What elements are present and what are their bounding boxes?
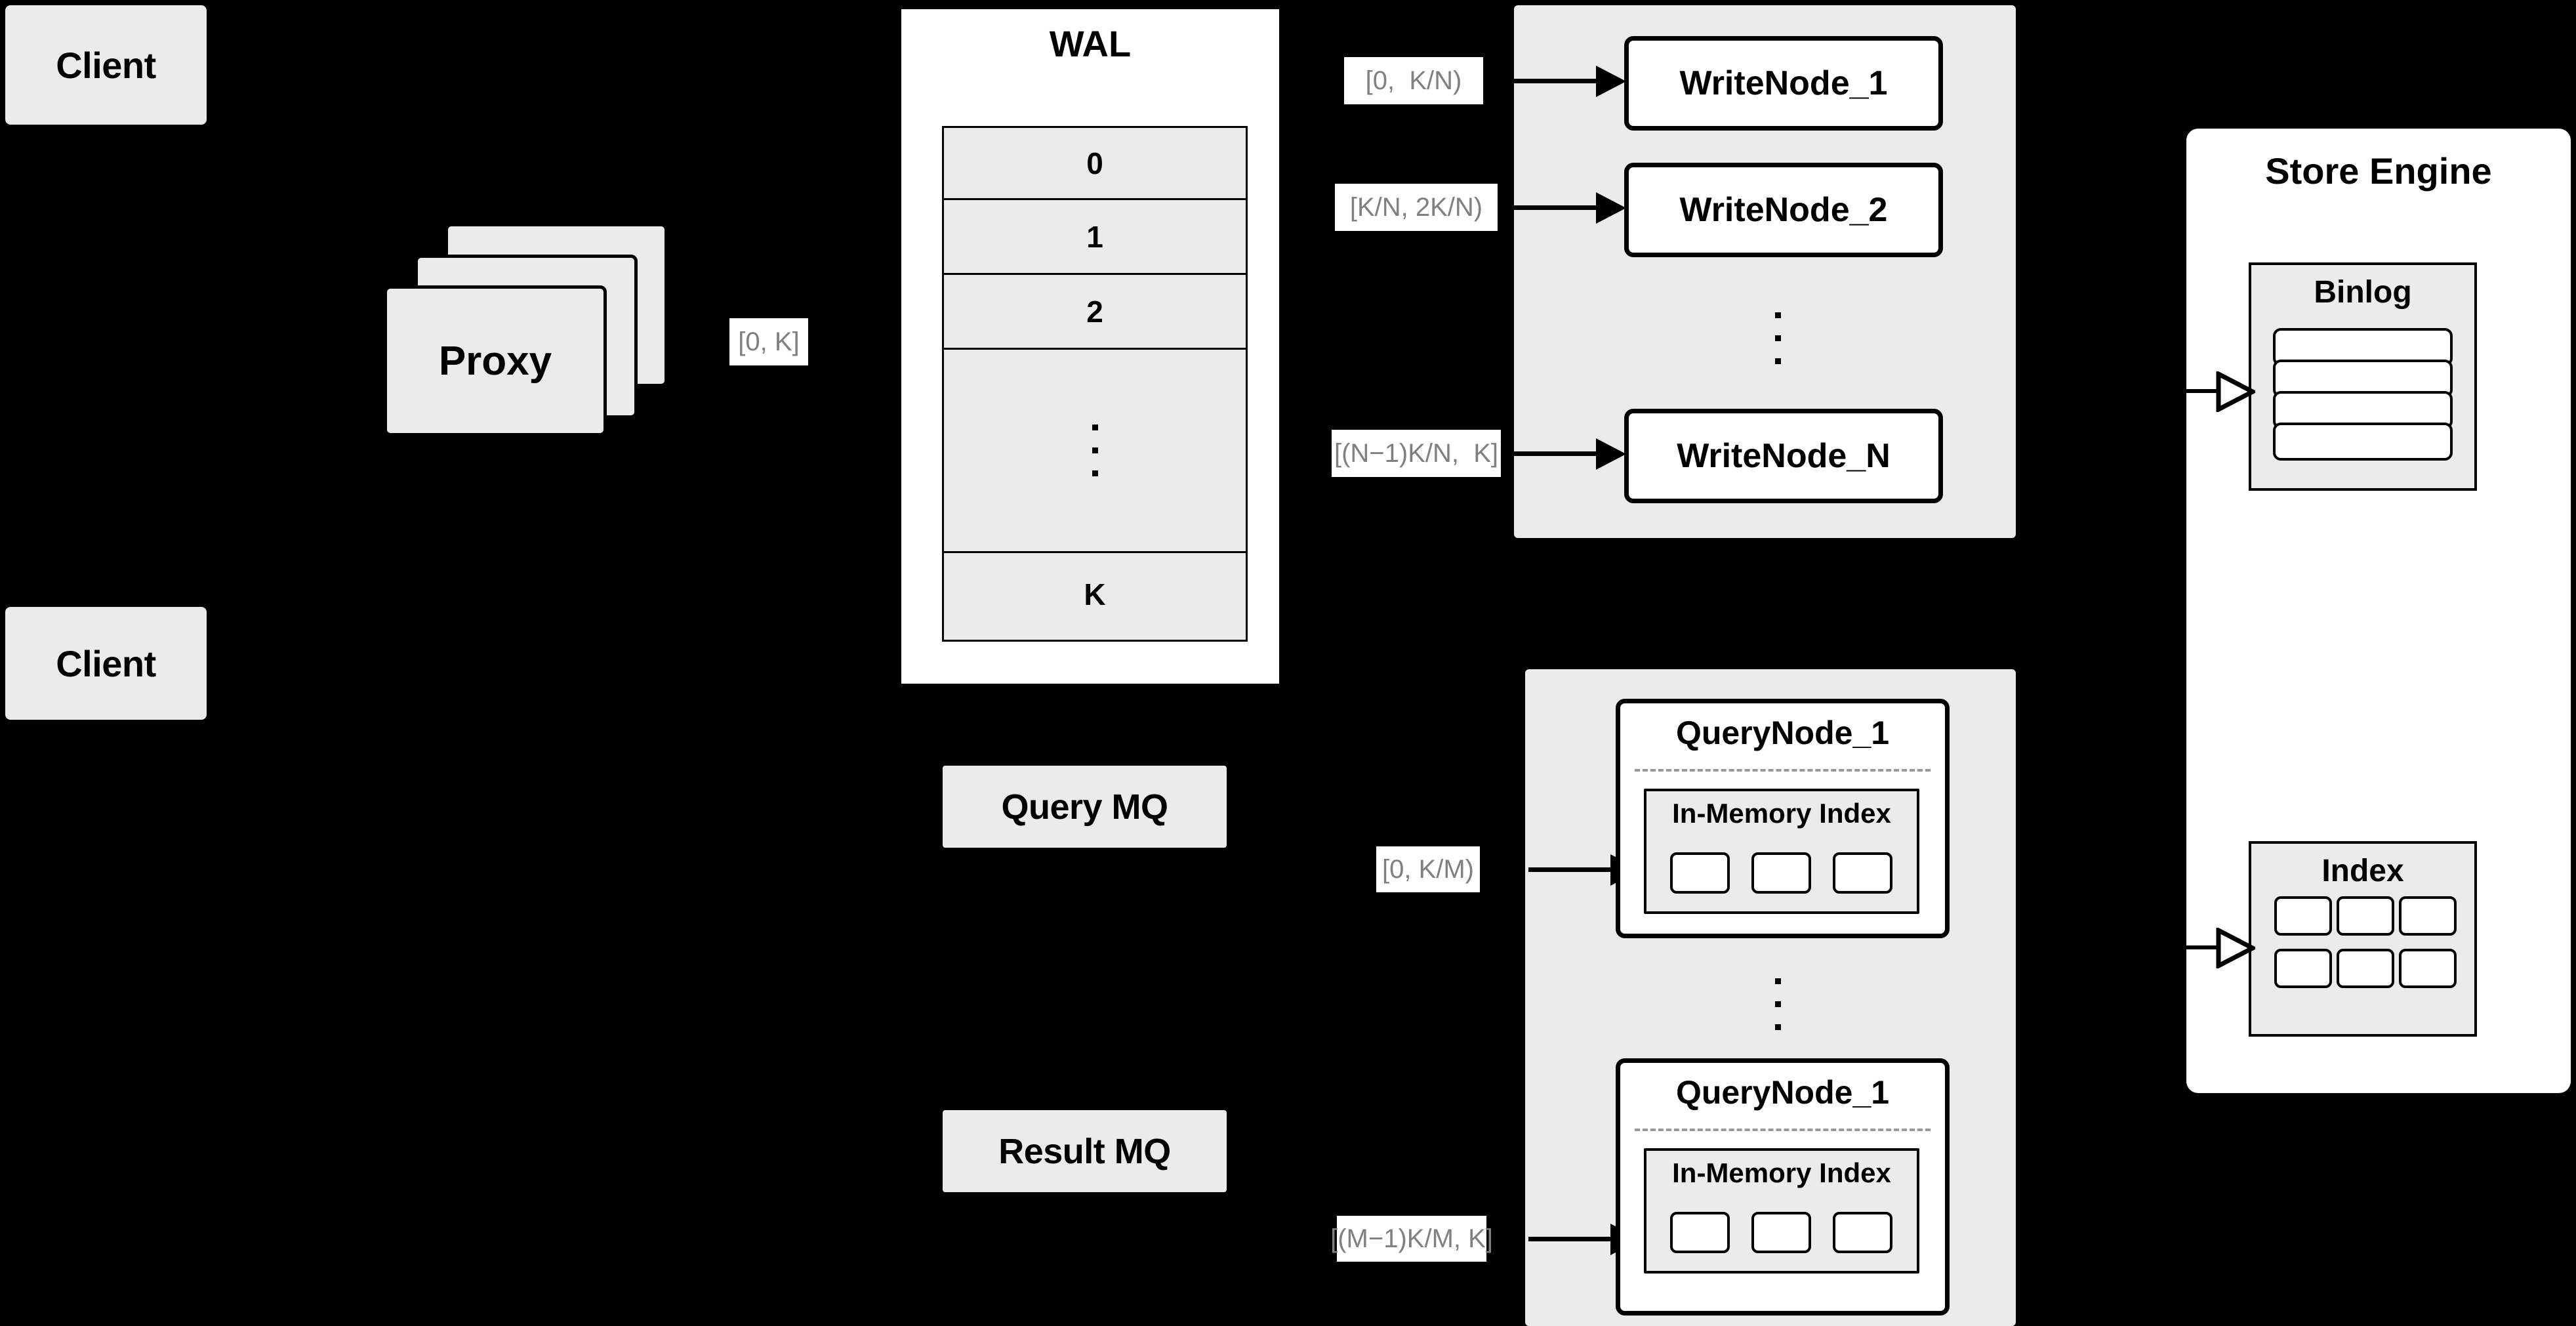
- index-chip[interactable]: [1670, 1212, 1730, 1253]
- write-range-label-2: [K/N, 2K/N): [1335, 184, 1498, 231]
- index-chip[interactable]: [2399, 896, 2457, 936]
- query-mq-label: Query MQ: [1001, 787, 1168, 827]
- index-chip[interactable]: [2337, 896, 2394, 936]
- query-mq-node[interactable]: Query MQ: [943, 766, 1227, 848]
- binlog-title: Binlog: [2314, 275, 2412, 310]
- binlog-arrow-line: [2186, 389, 2218, 393]
- write-cluster-ellipsis: [1758, 279, 1797, 397]
- in-memory-index-label: In-Memory Index: [1672, 1157, 1891, 1188]
- query-node-label: QueryNode_1: [1675, 715, 1890, 751]
- query-cluster-ellipsis: [1758, 945, 1797, 1063]
- write-arrow-line-2: [1514, 205, 1596, 210]
- wal-title: WAL: [1049, 23, 1132, 64]
- binlog-panel: Binlog: [2249, 262, 2477, 491]
- write-arrow-line-n: [1514, 451, 1596, 456]
- wal-row-ellipsis: [944, 350, 1246, 553]
- index-chip[interactable]: [1751, 1212, 1811, 1253]
- wal-row: 0: [944, 128, 1246, 200]
- index-title: Index: [2321, 854, 2404, 888]
- query-node-label: QueryNode_1: [1675, 1074, 1890, 1111]
- proxy-label: Proxy: [438, 338, 552, 384]
- query-arrow-line-1: [1528, 867, 1610, 872]
- write-arrow-head-2: [1596, 192, 1626, 224]
- client-node-2[interactable]: Client: [5, 607, 207, 720]
- index-chip[interactable]: [2274, 949, 2332, 988]
- proxy-output-range-label: [0, K]: [729, 318, 808, 365]
- query-node-1[interactable]: QueryNode_1 In-Memory Index: [1616, 699, 1950, 938]
- query-range-label-1: [0, K/M): [1376, 846, 1480, 892]
- write-node-1[interactable]: WriteNode_1: [1624, 36, 1943, 131]
- write-range-label-1: [0, K/N): [1344, 57, 1483, 104]
- index-arrow-line: [2186, 945, 2218, 949]
- store-engine-container: Store Engine Binlog Index: [2186, 129, 2571, 1093]
- store-engine-title: Store Engine: [2265, 150, 2492, 192]
- in-memory-index-label: In-Memory Index: [1672, 798, 1891, 829]
- wal-table: 0 1 2 K: [942, 126, 1248, 642]
- proxy-node[interactable]: Proxy: [384, 285, 607, 436]
- result-mq-node[interactable]: Result MQ: [943, 1110, 1227, 1192]
- index-chip[interactable]: [2337, 949, 2394, 988]
- write-node-2[interactable]: WriteNode_2: [1624, 163, 1943, 257]
- write-range-label-n: [(N−1)K/N, K]: [1332, 430, 1501, 477]
- wal-row: 1: [944, 200, 1246, 275]
- query-node-divider: [1635, 769, 1931, 772]
- index-chip[interactable]: [2399, 949, 2457, 988]
- index-panel: Index: [2249, 841, 2477, 1037]
- index-chip[interactable]: [1833, 1212, 1892, 1253]
- binlog-row[interactable]: [2273, 423, 2453, 461]
- client-label: Client: [56, 44, 156, 86]
- write-node-label: WriteNode_2: [1679, 191, 1888, 229]
- write-arrow-head-1: [1596, 66, 1626, 97]
- wal-container: WAL 0 1 2 K: [897, 5, 1283, 688]
- index-arrow-head: [2216, 928, 2255, 968]
- write-arrow-head-n: [1596, 438, 1626, 470]
- client-label: Client: [56, 642, 156, 684]
- write-node-label: WriteNode_1: [1679, 64, 1888, 102]
- index-chip[interactable]: [1833, 852, 1892, 894]
- wal-row: 2: [944, 275, 1246, 350]
- result-mq-label: Result MQ: [998, 1131, 1171, 1171]
- index-chip[interactable]: [2274, 896, 2332, 936]
- index-chip[interactable]: [1670, 852, 1730, 894]
- query-range-label-m: [(M−1)K/M, K]: [1330, 1216, 1493, 1262]
- write-arrow-line-1: [1514, 79, 1596, 83]
- write-node-n[interactable]: WriteNode_N: [1624, 409, 1943, 503]
- index-chip[interactable]: [1751, 852, 1811, 894]
- query-node-m[interactable]: QueryNode_1 In-Memory Index: [1616, 1058, 1950, 1316]
- in-memory-index-box: In-Memory Index: [1644, 1148, 1919, 1274]
- client-node-1[interactable]: Client: [5, 5, 207, 125]
- wal-row: K: [1084, 577, 1106, 611]
- query-arrow-line-m: [1528, 1237, 1610, 1241]
- in-memory-index-box: In-Memory Index: [1644, 789, 1919, 914]
- write-node-label: WriteNode_N: [1677, 437, 1891, 475]
- query-node-divider: [1635, 1129, 1931, 1131]
- binlog-arrow-head: [2216, 371, 2255, 412]
